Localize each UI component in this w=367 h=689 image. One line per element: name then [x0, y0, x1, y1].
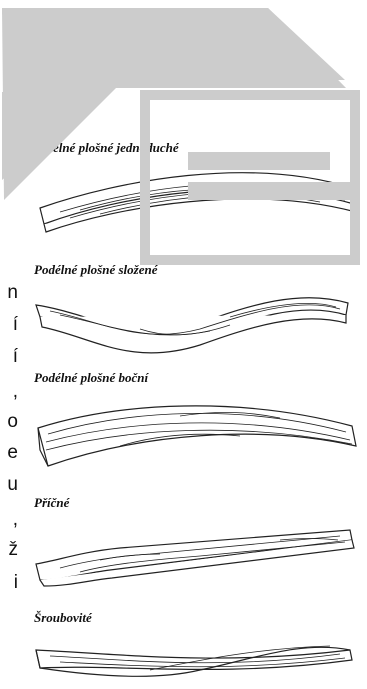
caption-twist: Šroubovité	[34, 610, 92, 626]
board-longitudinal-lateral-illustration	[0, 390, 367, 485]
board-longitudinal-compound-illustration	[0, 283, 367, 358]
gray-overlay-graphic	[0, 0, 367, 270]
caption-transverse: Příčné	[34, 495, 69, 511]
board-twist-illustration	[0, 630, 367, 689]
board-transverse-illustration	[0, 520, 367, 595]
caption-longitudinal-lateral: Podélné plošné boční	[34, 370, 148, 386]
